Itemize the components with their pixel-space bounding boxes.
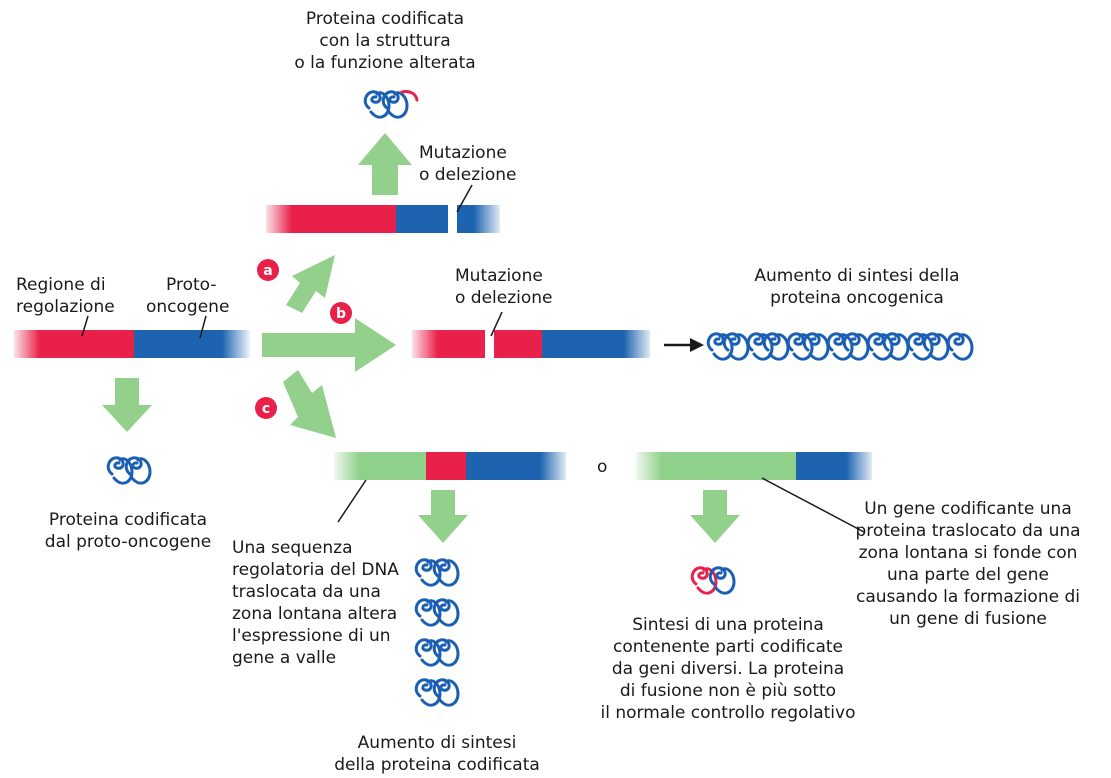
proto-oncogene-label: Proto-oncogene bbox=[146, 275, 229, 317]
proto-oncogene-leader-line bbox=[199, 315, 207, 339]
svg-text:c: c bbox=[262, 401, 270, 417]
path-a-gene-bar bbox=[262, 205, 504, 233]
block-arrow-icon bbox=[283, 370, 336, 438]
path-c-gene-bar-2 bbox=[632, 452, 876, 480]
protein-coil-icon bbox=[106, 456, 152, 485]
original-gene-bar bbox=[10, 330, 252, 358]
block-arrow-icon bbox=[286, 255, 335, 313]
path-b-gene-bar bbox=[408, 330, 654, 358]
badge-c: c bbox=[255, 397, 277, 419]
svg-text:a: a bbox=[263, 263, 272, 279]
translocated-gene-segment bbox=[636, 452, 796, 480]
protein-coil-icon bbox=[706, 332, 974, 361]
block-arrow-icon bbox=[102, 378, 152, 432]
protein-coil-icon bbox=[363, 90, 409, 119]
block-arrow-icon bbox=[418, 490, 468, 543]
mutation-mark bbox=[485, 330, 494, 358]
block-arrow-icon bbox=[262, 318, 396, 372]
block-arrow-icon bbox=[358, 133, 412, 195]
mutation-mark bbox=[448, 205, 457, 233]
path-c-gene-bar-1 bbox=[330, 452, 570, 480]
or-label: o bbox=[597, 457, 607, 477]
svg-text:b: b bbox=[336, 306, 346, 322]
regulatory-leader-line bbox=[81, 315, 89, 337]
fusion-protein-coil-icon bbox=[690, 566, 736, 595]
badge-b: b bbox=[330, 302, 352, 324]
protein-coil-icon bbox=[414, 558, 460, 707]
badge-a: a bbox=[257, 259, 279, 281]
block-arrow-icon bbox=[690, 490, 740, 543]
